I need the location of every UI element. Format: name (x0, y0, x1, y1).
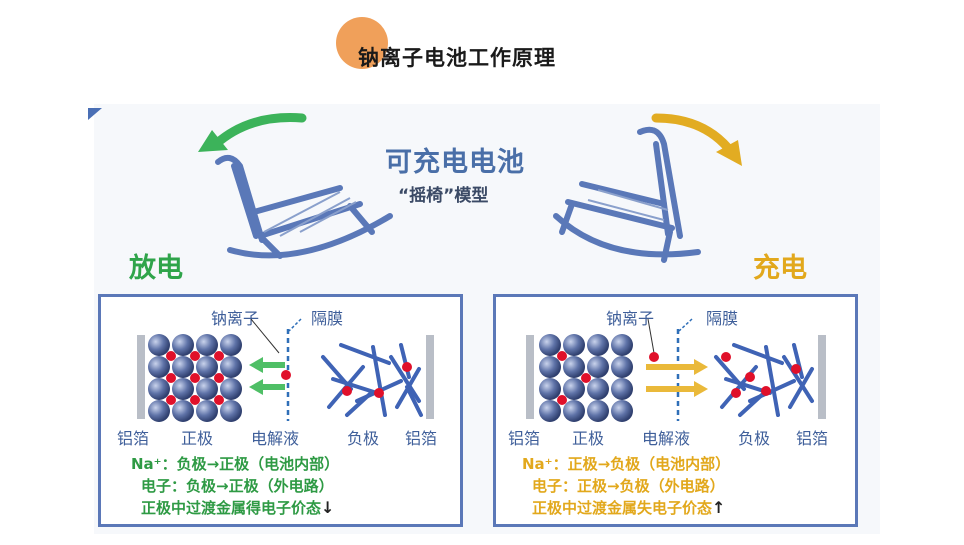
discharge-label-al-foil-right: 铝箔 (405, 429, 438, 448)
discharge-cathode-lattice (148, 334, 242, 422)
discharge-cell-graphic (137, 318, 434, 422)
page-title: 钠离子电池工作原理 (358, 46, 556, 70)
title-accent-dot (336, 17, 388, 69)
charge-ion-label: 钠离子 (606, 309, 655, 328)
charge-label-anode: 负极 (738, 429, 771, 448)
valence-up-arrow-icon: ↑ (712, 498, 726, 517)
discharge-cathode-foil (137, 335, 145, 419)
charge-valence-change: 正极中过渡金属失电子价态↑ (532, 497, 725, 518)
charge-anode-ions (721, 352, 801, 398)
charge-label-cathode: 正极 (572, 429, 605, 448)
charge-cell-graphic (526, 318, 826, 422)
diagram-center-subtitle: “摇椅”模型 (398, 186, 489, 206)
charge-cathode-lattice (539, 334, 633, 422)
discharge-label-cathode: 正极 (181, 429, 214, 448)
discharge-label-al-foil-left: 铝箔 (117, 429, 150, 448)
charge-label-al-foil-right: 铝箔 (796, 429, 829, 448)
discharge-anode-ions (342, 362, 412, 398)
discharge-anode-foil (426, 335, 434, 419)
charge-separator-label: 隔膜 (706, 309, 739, 328)
discharge-ion-label: 钠离子 (211, 309, 260, 328)
charge-curved-arrow-icon (651, 113, 742, 166)
charge-cathode-foil (526, 335, 534, 419)
charge-label-electrolyte: 电解液 (642, 429, 691, 448)
diagram-center-title: 可充电电池 (385, 147, 525, 178)
charge-ion-arrows (646, 359, 708, 397)
charge-valence-text: 正极中过渡金属失电子价态 (532, 499, 713, 517)
charge-electron-direction: 电子：正极→负极（外电路） (532, 477, 725, 495)
discharge-separator-label: 隔膜 (311, 309, 344, 328)
discharge-ion-arrows (249, 357, 285, 395)
discharge-valence-change: 正极中过渡金属得电子价态↓ (141, 497, 334, 518)
corner-mark-icon (88, 108, 102, 120)
charge-cathode-ions (557, 351, 591, 405)
discharge-label-anode: 负极 (347, 429, 380, 448)
charge-migrating-ion (649, 352, 659, 362)
charge-rocking-chair-icon (553, 126, 701, 263)
discharge-ion-direction: Na⁺：负极→正极（电池内部） (131, 455, 340, 473)
discharge-anode-graphite (321, 343, 423, 417)
discharge-migrating-ion (281, 370, 291, 380)
discharge-label: 放电 (129, 253, 183, 284)
discharge-cathode-ions (166, 351, 224, 405)
valence-down-arrow-icon: ↓ (321, 498, 335, 517)
discharge-curved-arrow-icon (198, 113, 307, 152)
discharge-rocking-chair-icon (215, 154, 393, 259)
charge-ion-direction: Na⁺：正极→负极（电池内部） (522, 455, 731, 473)
charge-anode-foil (818, 335, 826, 419)
discharge-valence-text: 正极中过渡金属得电子价态 (141, 499, 322, 517)
charge-label: 充电 (753, 253, 807, 284)
discharge-label-electrolyte: 电解液 (251, 429, 300, 448)
charge-label-al-foil-left: 铝箔 (508, 429, 541, 448)
discharge-electron-direction: 电子：负极→正极（外电路） (141, 477, 334, 495)
charge-panel: 钠离子 隔膜 (493, 294, 858, 527)
discharge-panel: 钠离子 隔膜 (98, 294, 463, 527)
